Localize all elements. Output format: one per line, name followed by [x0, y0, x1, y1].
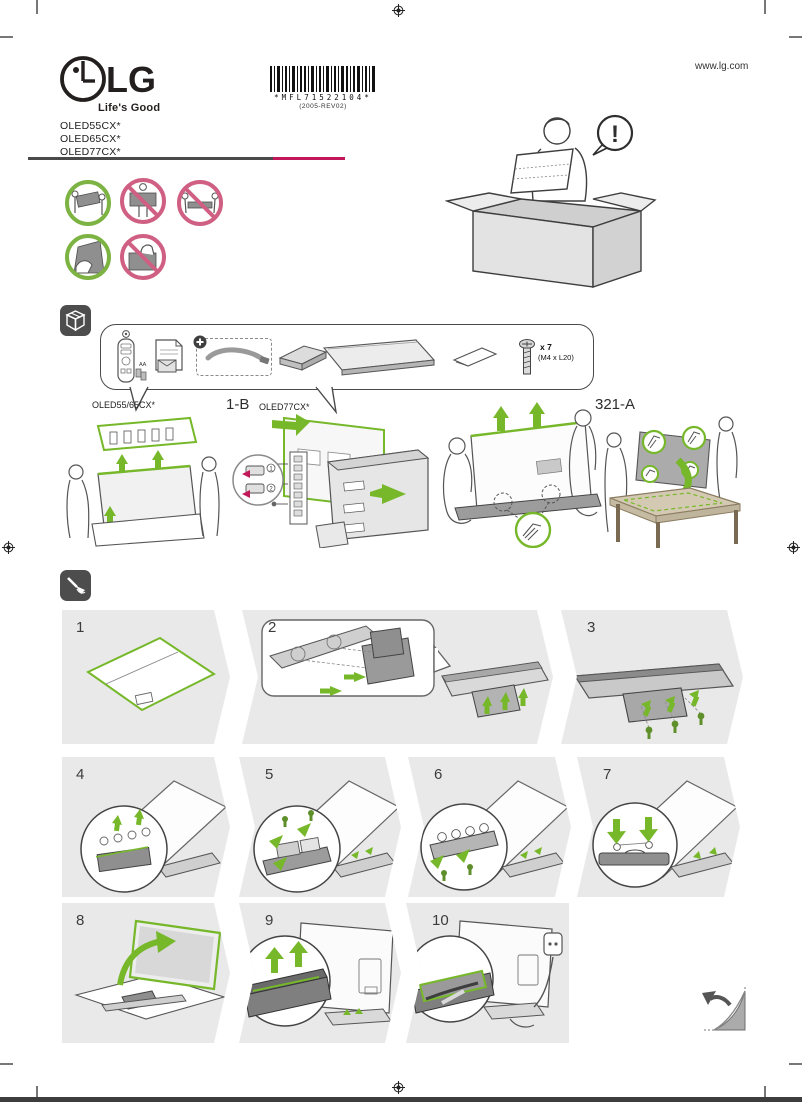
step-panel-4: 4 [62, 757, 230, 897]
barcode [270, 66, 375, 92]
bluetooth-icon [122, 330, 130, 338]
step-number-5: 5 [265, 766, 274, 783]
registration-mark-icon [392, 1081, 405, 1094]
assembly-icon [60, 570, 91, 601]
place-on-table-illustration [604, 416, 741, 548]
step-panel-3: 3 [561, 610, 743, 744]
screw-spec-label: (M4 x L20) [538, 353, 574, 362]
step-number-2: 2 [268, 619, 277, 636]
registration-mark-icon [392, 4, 405, 17]
stand-bracket-accessory [278, 345, 328, 371]
lg-tagline: Life's Good [98, 102, 161, 114]
manual-booklet [155, 339, 183, 373]
crop-mark [789, 36, 802, 38]
crop-mark [36, 1086, 38, 1100]
step-8-illustration [62, 903, 230, 1043]
step-2-illustration [242, 610, 553, 744]
screw-icon [519, 339, 535, 375]
step-panel-6: 6 [408, 757, 571, 897]
step-panel-10: 10 [406, 903, 569, 1043]
battery-size-label: AA [139, 362, 147, 368]
step-number-10: 10 [432, 912, 449, 929]
stand-base-accessory [322, 339, 436, 376]
step-panel-5: 5 [239, 757, 401, 897]
remote-control: AA [117, 330, 147, 383]
model-item: OLED55CX* [60, 120, 121, 132]
lg-logo-text: LG [106, 59, 156, 100]
unboxing-icon [60, 305, 91, 336]
no-press-screen-icon [120, 234, 166, 280]
page-edge-bar [0, 1097, 802, 1102]
crop-mark [0, 1063, 13, 1065]
step-number-3: 3 [587, 619, 596, 636]
step-panel-2: 2 [242, 610, 553, 744]
place-step-label: 321-A [595, 396, 636, 413]
step-1-illustration [62, 610, 230, 744]
step-panel-9: 9 [239, 903, 401, 1043]
step-number-6: 6 [434, 766, 443, 783]
step-7-illustration [577, 757, 740, 897]
crop-mark [764, 1086, 766, 1100]
step-number-8: 8 [76, 912, 85, 929]
registration-mark-icon [2, 541, 15, 554]
step-9-illustration [239, 903, 401, 1043]
lg-logo: LG [60, 56, 156, 102]
variant-b-step-label: 1-B [226, 396, 250, 413]
accessories-pointer [129, 386, 149, 412]
page-curl-icon [702, 987, 746, 1031]
crop-mark [789, 1063, 802, 1065]
two-person-lift-illustration [442, 402, 602, 548]
accessories-pointer [315, 386, 338, 414]
ok-carry-two-person-icon [65, 180, 111, 226]
header-rule [28, 157, 273, 160]
ok-hold-edge-icon [65, 234, 111, 280]
model-list: OLED55CX* OLED65CX* OLED77CX* [60, 120, 121, 159]
step-10-illustration [406, 920, 563, 1028]
no-carry-flat-icon [177, 180, 223, 226]
website-url: www.lg.com [695, 61, 749, 72]
step-panel-7: 7 [577, 757, 740, 897]
screw-count-label: x 7 [540, 342, 552, 352]
clip-step-2: 2 [269, 487, 273, 493]
cable-accessory [193, 335, 270, 365]
crop-mark [0, 36, 13, 38]
step-3-illustration [561, 610, 743, 744]
clip-step-1: 1 [269, 467, 273, 473]
step-panel-1: 1 [62, 610, 230, 744]
header-rule-accent [273, 157, 345, 160]
step-number-1: 1 [76, 619, 85, 636]
no-carry-one-person-icon [120, 178, 166, 224]
unpack-55-65-illustration [66, 416, 220, 547]
step-number-9: 9 [265, 912, 274, 929]
optional-cable-box [196, 338, 272, 376]
unboxing-illustration: ! [445, 114, 657, 288]
step-5-illustration [239, 757, 401, 897]
power-plug-icon [543, 932, 563, 956]
step-number-7: 7 [603, 766, 612, 783]
step-panel-8: 8 [62, 903, 230, 1043]
step-4-illustration [62, 757, 230, 897]
exclamation-mark: ! [611, 121, 619, 148]
model-item: OLED77CX* [60, 146, 121, 158]
variant-a-label: OLED55/65CX* [92, 400, 156, 410]
exclamation-icon [596, 114, 634, 152]
step-6-illustration [408, 757, 571, 897]
model-item: OLED65CX* [60, 133, 121, 145]
registration-mark-icon [787, 541, 800, 554]
barcode-revision: (2005-REV02) [299, 103, 347, 110]
barcode-text: *MFL71522104* [274, 93, 372, 102]
crop-mark [764, 0, 766, 14]
unpack-77-illustration: 1 2 [232, 414, 430, 548]
variant-b-label: OLED77CX* [259, 402, 310, 412]
step-number-4: 4 [76, 766, 85, 783]
cover-plate-accessory [452, 347, 498, 367]
crop-mark [36, 0, 38, 14]
